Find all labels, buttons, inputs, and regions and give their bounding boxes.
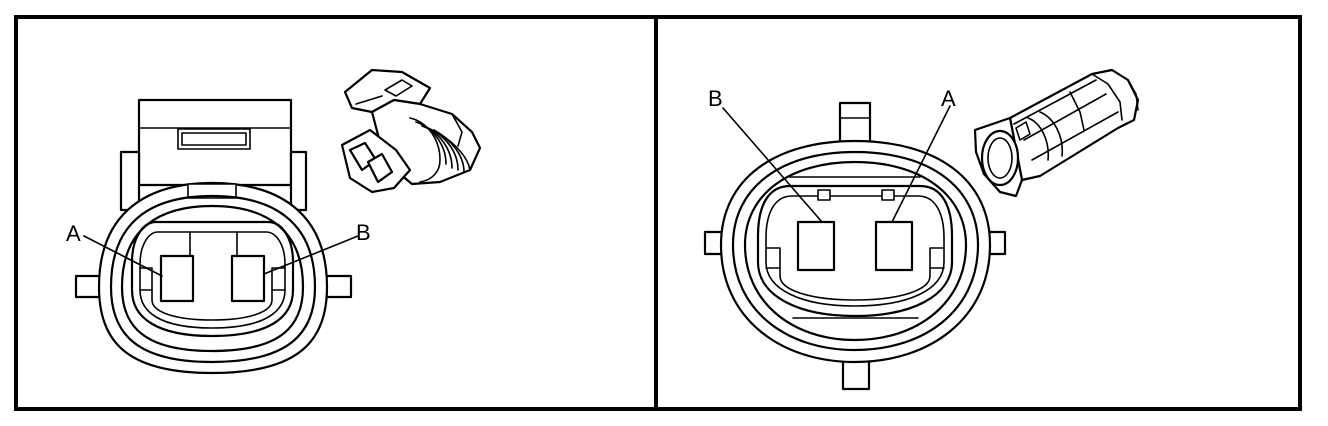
right-connector-face	[703, 101, 1007, 391]
right-panel: B A	[703, 68, 1140, 391]
left-label-a: A	[66, 221, 81, 246]
right-leader-b	[722, 107, 823, 223]
right-terminal-b	[796, 220, 836, 272]
left-panel: A B	[66, 68, 482, 375]
left-leader-b	[263, 235, 359, 275]
left-terminal-a	[159, 254, 195, 303]
right-connector-sketch	[973, 68, 1140, 198]
right-terminal-a	[874, 220, 914, 272]
left-connector-face	[74, 98, 353, 375]
right-label-a: A	[941, 86, 956, 111]
right-leader-a	[891, 105, 951, 223]
left-connector-sketch	[340, 68, 482, 194]
left-label-b: B	[356, 220, 371, 245]
left-leader-a	[83, 235, 163, 277]
left-terminal-b	[230, 254, 266, 303]
right-label-b: B	[708, 86, 723, 111]
